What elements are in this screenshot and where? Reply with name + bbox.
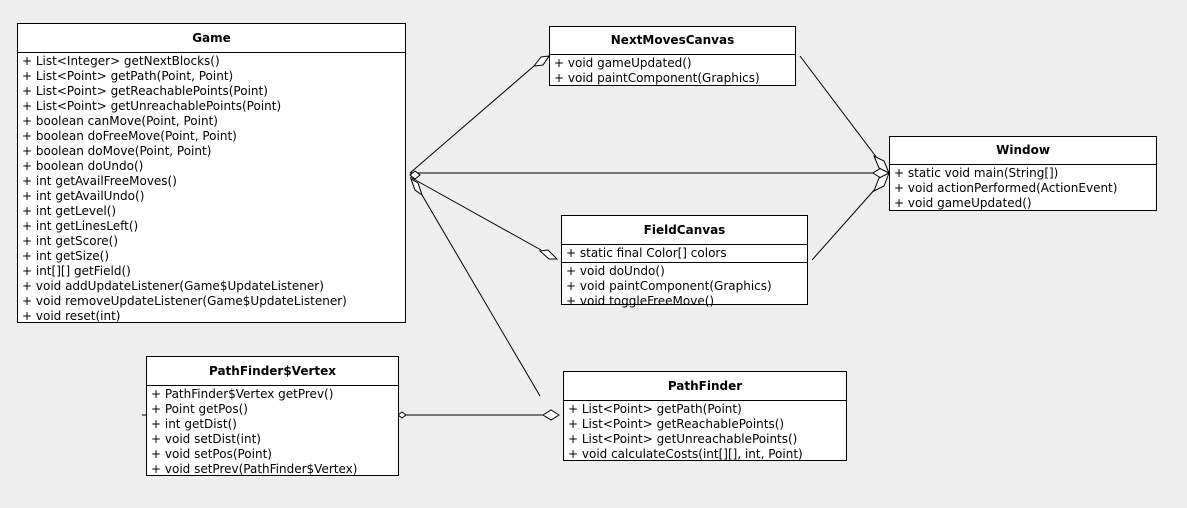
method-entry: + void reset(int) [22,309,121,323]
method-entry: + void actionPerformed(ActionEvent) [894,181,1118,195]
class-name: PathFinder [564,372,846,401]
method-entry: + List<Point> getPath(Point, Point) [22,69,234,83]
method-entry: + void gameUpdated() [894,196,1032,210]
method-entry: + List<Point> getUnreachablePoints() [568,432,798,446]
aggregation-diamond-vertex [397,411,407,419]
method-entry: + boolean doFreeMove(Point, Point) [22,129,237,143]
method-entry: + List<Integer> getNextBlocks() [22,54,220,68]
class-pathfinder[interactable]: PathFinder + List<Point> getPath(Point)+… [563,371,847,461]
methods-compartment: + PathFinder$Vertex getPrev()+ Point get… [147,386,398,478]
method-entry: + void gameUpdated() [554,56,692,70]
method-entry: + void setDist(int) [151,432,261,446]
method-entry: + List<Point> getReachablePoints(Point) [22,84,268,98]
class-name: PathFinder$Vertex [147,357,398,386]
edge-nextmovescanvas-window [799,55,878,159]
method-entry: + boolean doMove(Point, Point) [22,144,212,158]
methods-compartment: + List<Point> getPath(Point)+ List<Point… [564,401,846,463]
class-name: FieldCanvas [562,216,807,245]
aggregation-diamond-window-nextmoves [873,154,890,175]
class-game[interactable]: Game + List<Integer> getNextBlocks()+ Li… [17,23,406,323]
method-entry: + int getScore() [22,234,119,248]
methods-compartment: + List<Integer> getNextBlocks()+ List<Po… [18,53,405,325]
method-entry: + Point getPos() [151,402,248,416]
method-entry: + static void main(String[]) [894,166,1059,180]
method-entry: + int getLevel() [22,204,117,218]
aggregation-diamond-nextmovescanvas [532,55,551,67]
method-entry: + void calculateCosts(int[][], int, Poin… [568,447,803,461]
method-entry: + boolean canMove(Point, Point) [22,114,218,128]
edge-game-pathfinder [421,194,541,397]
aggregation-diamond-game [409,170,421,180]
edge-game-nextmovescanvas [409,65,535,174]
class-nextmovescanvas[interactable]: NextMovesCanvas + void gameUpdated()+ vo… [549,26,796,86]
method-entry: + boolean doUndo() [22,159,144,173]
method-entry: + int getLinesLeft() [22,219,139,233]
aggregation-diamond-window-fieldcanvas [873,171,890,193]
method-entry: + void paintComponent(Graphics) [554,71,760,85]
class-fieldcanvas[interactable]: FieldCanvas + static final Color[] color… [561,215,808,308]
class-name: NextMovesCanvas [550,27,795,55]
method-entry: + PathFinder$Vertex getPrev() [151,387,334,401]
method-entry: + void paintComponent(Graphics) [566,279,772,293]
aggregation-diamond-fieldcanvas [538,249,559,260]
method-entry: + List<Point> getPath(Point) [568,402,742,416]
method-entry: + void doUndo() [566,264,665,278]
method-entry: + int[][] getField() [22,264,131,278]
method-entry: + void removeUpdateListener(Game$UpdateL… [22,294,347,308]
aggregation-diamond-pathfinder-vertex [542,409,560,421]
method-entry: + int getSize() [22,249,110,263]
edge-game-fieldcanvas [409,176,542,251]
method-entry: + void toggleFreeMove() [566,294,715,308]
method-entry: + int getAvailUndo() [22,189,145,203]
methods-compartment: + static void main(String[])+ void actio… [890,165,1156,212]
class-window[interactable]: Window + static void main(String[])+ voi… [889,136,1157,211]
aggregation-diamond-game-pathfinder [410,177,423,197]
class-name: Game [18,24,405,53]
methods-compartment: + void gameUpdated()+ void paintComponen… [550,55,795,87]
method-entry: + void addUpdateListener(Game$UpdateList… [22,279,324,293]
method-entry: + List<Point> getReachablePoints() [568,417,785,431]
class-name: Window [890,137,1156,165]
method-entry: + List<Point> getUnreachablePoints(Point… [22,99,282,113]
methods-compartment: + void doUndo()+ void paintComponent(Gra… [562,262,807,310]
method-entry: + int getAvailFreeMoves() [22,174,177,188]
fields-compartment: + static final Color[] colors [562,245,807,262]
method-entry: + int getDist() [151,417,237,431]
method-entry: + void setPos(Point) [151,447,272,461]
method-entry: + void setPrev(PathFinder$Vertex) [151,462,358,476]
field-entry: + static final Color[] colors [566,246,727,260]
edge-fieldcanvas-window [811,187,877,261]
class-pathfinder-vertex[interactable]: PathFinder$Vertex + PathFinder$Vertex ge… [146,356,399,476]
